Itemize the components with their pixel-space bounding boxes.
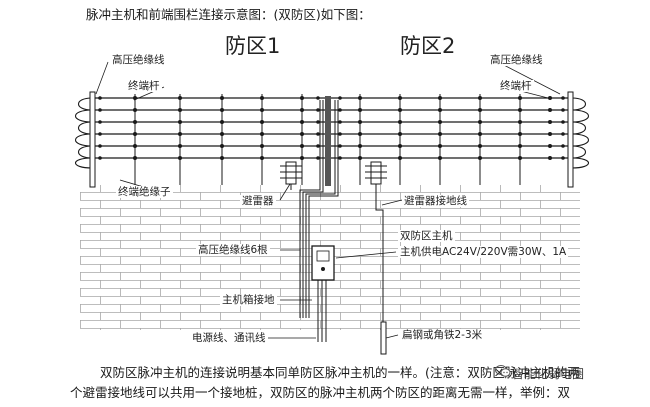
insulator-dots [98, 96, 565, 160]
right-end-post [567, 91, 574, 188]
host-indicator [321, 267, 325, 271]
label-host-power: 主机供电AC24V/220V需30W、1A [398, 246, 569, 258]
label-terminal-pole-left: 终端杆 [126, 80, 162, 92]
label-power-comm-lines: 电源线、通讯线 [190, 332, 268, 344]
left-wire-loops [74, 97, 93, 169]
label-host-title: 双防区主机 [398, 230, 455, 242]
hv-wire-bundle [299, 100, 339, 318]
label-flat-steel: 扁钢或角铁2-3米 [400, 329, 485, 341]
watermark-text: 智能化弱电圈 [512, 367, 585, 381]
diagram-caption: 脉冲主机和前端围栏连接示意图：(双防区)如下图： [86, 7, 371, 22]
zone-1-title: 防区1 [225, 34, 281, 58]
label-host-box-ground: 主机箱接地 [220, 294, 277, 306]
lightning-arrester-right [365, 161, 387, 185]
host-display [316, 250, 330, 262]
label-hv-wire-left: 高压绝缘线 [110, 54, 167, 66]
center-post [325, 96, 331, 186]
label-terminal-insulator: 终端绝缘子 [116, 186, 173, 198]
label-lightning-arrester: 避雷器 [240, 195, 276, 207]
zone-2-title: 防区2 [400, 34, 456, 58]
label-terminal-pole-right: 终端杆 [498, 80, 534, 92]
flat-steel-ground-rod [380, 321, 387, 355]
paragraph-line-1: 双防区脉冲主机的连接说明基本同单防区脉冲主机的一样。(注意：双防区脉冲主机的两 [100, 365, 580, 380]
left-end-post [89, 91, 96, 188]
fence-wires [92, 97, 572, 159]
label-hv-wire-6: 高压绝缘线6根 [196, 244, 270, 256]
lightning-arrester-left [280, 161, 302, 185]
right-wire-loops [571, 97, 590, 169]
arrester-ground-wire [290, 184, 384, 322]
chat-bubbles-icon [495, 365, 511, 377]
label-hv-wire-right: 高压绝缘线 [488, 54, 545, 66]
label-arrester-ground-wire: 避雷器接地线 [402, 195, 469, 207]
paragraph-line-2: 个避雷接地线可以共用一个接地桩，双防区的脉冲主机两个防区的距离无需一样，举例：双 [70, 385, 571, 400]
host-cables [317, 280, 327, 342]
